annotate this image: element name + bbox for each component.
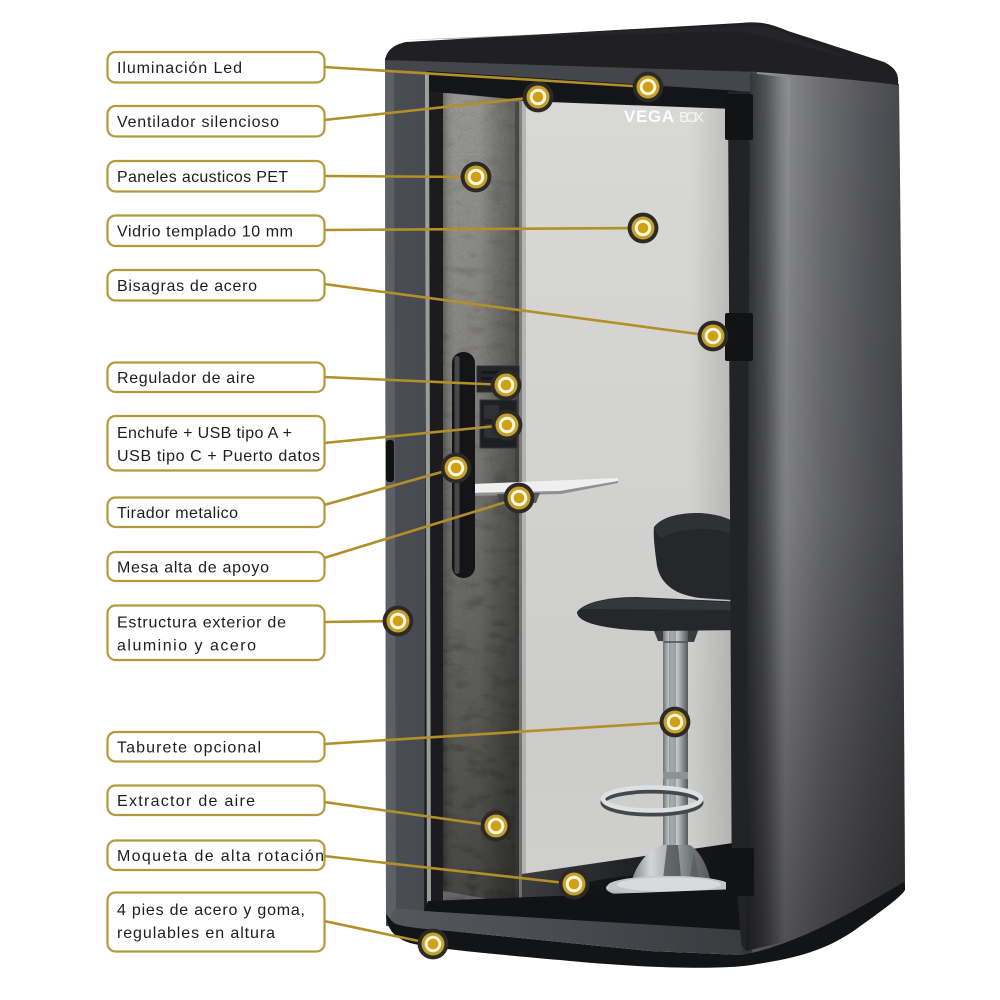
svg-text:BOX: BOX [679,109,705,126]
svg-text:Regulador de aire: Regulador de aire [117,370,255,387]
svg-text:regulables en altura: regulables en altura [117,925,275,942]
svg-text:Vidrio templado 10 mm: Vidrio templado 10 mm [117,224,293,241]
svg-text:Taburete opcional: Taburete opcional [117,740,261,757]
svg-text:aluminio y acero: aluminio y acero [117,638,256,655]
svg-text:Moqueta de alta rotación: Moqueta de alta rotación [117,848,324,865]
svg-text:Ventilador silencioso: Ventilador silencioso [117,114,279,131]
svg-text:Paneles acusticos PET: Paneles acusticos PET [117,169,288,186]
svg-text:4 pies de acero y goma,: 4 pies de acero y goma, [117,902,305,919]
svg-text:VEGA: VEGA [624,107,675,126]
svg-text:USB tipo C + Puerto datos: USB tipo C + Puerto datos [117,448,320,465]
svg-text:Mesa alta de apoyo: Mesa alta de apoyo [117,560,269,577]
svg-text:Tirador metalico: Tirador metalico [117,505,238,522]
svg-text:Enchufe + USB tipo A +: Enchufe + USB tipo A + [117,425,292,442]
svg-text:Iluminación Led: Iluminación Led [117,60,242,77]
svg-text:Estructura exterior de: Estructura exterior de [117,615,286,632]
svg-text:Bisagras de acero: Bisagras de acero [117,278,257,295]
svg-text:Extractor de aire: Extractor de aire [117,793,255,810]
